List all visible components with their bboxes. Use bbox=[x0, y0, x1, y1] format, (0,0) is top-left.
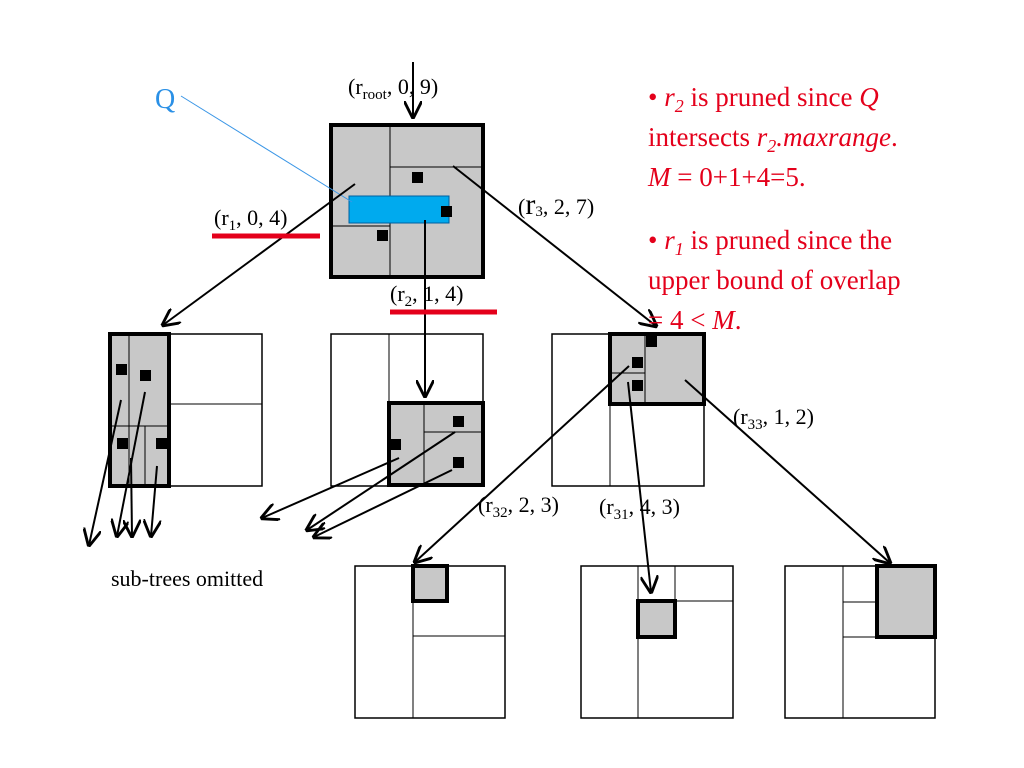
note-1-line-1: • r2 is pruned since Q bbox=[648, 82, 879, 116]
subtrees-omitted-label: sub-trees omitted bbox=[111, 566, 263, 591]
tree-edges bbox=[89, 165, 890, 592]
node-r3-box bbox=[551, 332, 706, 487]
query-rectangle bbox=[348, 195, 450, 224]
point-marker bbox=[116, 364, 127, 375]
point-marker bbox=[632, 357, 643, 368]
node-r2-box bbox=[330, 333, 485, 487]
point-marker bbox=[632, 380, 643, 391]
node-label-r33: (r33, 1, 2) bbox=[733, 404, 814, 433]
query-leader-line bbox=[180, 95, 353, 203]
node-label-r32: (r32, 2, 3) bbox=[478, 492, 559, 521]
node-r1-box bbox=[108, 332, 263, 488]
point-marker bbox=[390, 439, 401, 450]
node-label-r3: (r3, 2, 7) bbox=[518, 188, 594, 221]
note-2-line-1: • r1 is pruned since the bbox=[648, 225, 892, 259]
point-marker bbox=[453, 416, 464, 427]
node-r32-box bbox=[354, 564, 506, 719]
point-marker bbox=[412, 172, 423, 183]
node-r31-box bbox=[580, 565, 734, 719]
point-marker bbox=[441, 206, 452, 217]
point-marker bbox=[453, 457, 464, 468]
note-2-line-3: = 4 < M. bbox=[648, 305, 741, 335]
node-label-root: (rroot, 0, 9) bbox=[348, 74, 438, 103]
note-1-line-3: M = 0+1+4=5. bbox=[647, 162, 806, 192]
point-marker bbox=[156, 438, 167, 449]
note-2-line-2: upper bound of overlap bbox=[648, 265, 901, 295]
point-marker bbox=[117, 438, 128, 449]
point-marker bbox=[140, 370, 151, 381]
pruning-notes: • r2 is pruned since Q intersects r2.max… bbox=[647, 82, 901, 335]
query-label: Q bbox=[155, 84, 175, 115]
note-1-line-2: intersects r2.maxrange. bbox=[648, 122, 898, 156]
node-label-r31: (r31, 4, 3) bbox=[599, 494, 680, 523]
point-marker bbox=[377, 230, 388, 241]
node-label-r1: (r1, 0, 4) bbox=[214, 205, 287, 234]
point-marker bbox=[646, 336, 657, 347]
node-label-r2: (r2, 1, 4) bbox=[390, 281, 463, 310]
node-r33-box bbox=[784, 564, 937, 719]
root-node bbox=[329, 123, 485, 279]
